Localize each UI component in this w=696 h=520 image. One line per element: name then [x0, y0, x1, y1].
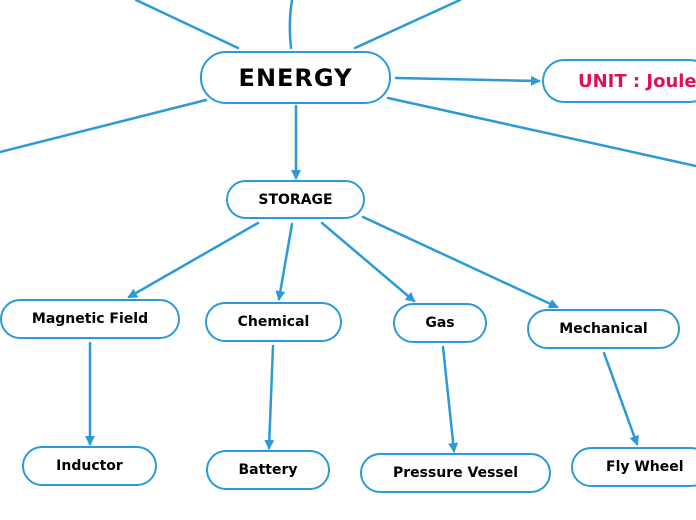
arrow-storage-to-magnetic-field — [127, 221, 260, 299]
energy-label: ENERGY — [238, 63, 353, 92]
unit-node[interactable]: UNIT : Joule — [542, 59, 696, 103]
inductor-label: Inductor — [56, 458, 123, 474]
magnetic-field-label: Magnetic Field — [31, 311, 149, 327]
chemical-label: Chemical — [237, 314, 310, 330]
chemical-node[interactable]: Chemical — [205, 302, 342, 342]
arrow-gas-to-pressure-vessel — [441, 345, 459, 453]
energy-node[interactable]: ENERGY — [200, 51, 391, 104]
branch-line-top-left — [134, 0, 240, 50]
arrow-storage-to-gas — [320, 221, 416, 303]
battery-node[interactable]: Battery — [206, 450, 330, 490]
arrow-mechanical-to-fly-wheel — [602, 351, 639, 446]
unit-label: UNIT : Joule — [578, 70, 696, 92]
pressure-vessel-node[interactable]: Pressure Vessel — [360, 453, 551, 493]
arrow-storage-to-chemical — [275, 222, 294, 301]
fly-wheel-label: Fly Wheel — [606, 459, 684, 475]
branch-line-top — [288, 0, 294, 50]
gas-node[interactable]: Gas — [393, 303, 487, 343]
fly-wheel-node[interactable]: Fly Wheel — [571, 447, 696, 487]
branch-line-right — [386, 96, 696, 168]
arrow-chemical-to-battery — [264, 344, 275, 450]
branch-line-left — [0, 98, 208, 154]
pressure-vessel-label: Pressure Vessel — [392, 465, 519, 481]
gas-label: Gas — [425, 315, 455, 331]
storage-label: STORAGE — [258, 191, 333, 208]
mechanical-node[interactable]: Mechanical — [527, 309, 680, 349]
arrow-energy-to-unit — [394, 75, 541, 86]
inductor-node[interactable]: Inductor — [22, 446, 157, 486]
branch-line-top-right — [353, 0, 462, 50]
battery-label: Battery — [238, 462, 298, 478]
magnetic-field-node[interactable]: Magnetic Field — [0, 299, 180, 339]
arrow-storage-to-mechanical — [361, 215, 559, 309]
storage-node[interactable]: STORAGE — [226, 180, 365, 219]
mechanical-label: Mechanical — [559, 321, 648, 337]
